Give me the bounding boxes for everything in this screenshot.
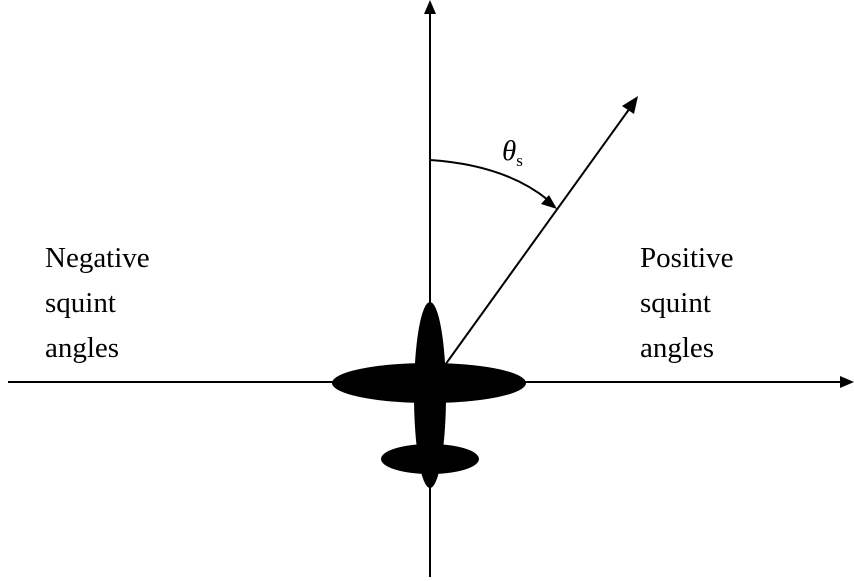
positive-label-line-1: Positive bbox=[640, 242, 734, 274]
vertical-axis-arrowhead bbox=[424, 0, 436, 14]
negative-squint-label: Negative squint angles bbox=[45, 236, 150, 371]
positive-label-line-2: squint bbox=[640, 287, 711, 319]
theta-subscript: s bbox=[516, 151, 523, 170]
theta-symbol: θ bbox=[502, 135, 517, 167]
aircraft-icon bbox=[332, 302, 526, 488]
squint-direction-arrowhead bbox=[622, 96, 638, 114]
horizontal-axis-arrowhead bbox=[840, 376, 854, 388]
negative-label-line-3: angles bbox=[45, 332, 120, 364]
positive-squint-label: Positive squint angles bbox=[640, 236, 733, 371]
squint-direction-line bbox=[439, 107, 631, 373]
negative-label-line-1: Negative bbox=[45, 242, 150, 274]
squint-angle-arc bbox=[429, 159, 549, 201]
negative-label-line-2: squint bbox=[45, 287, 116, 319]
positive-label-line-3: angles bbox=[640, 332, 715, 364]
aircraft-tailplane bbox=[381, 444, 479, 474]
aircraft-wing bbox=[332, 363, 526, 403]
squint-angle-symbol: θs bbox=[502, 134, 523, 178]
squint-angle-arc-arrowhead bbox=[541, 195, 557, 209]
